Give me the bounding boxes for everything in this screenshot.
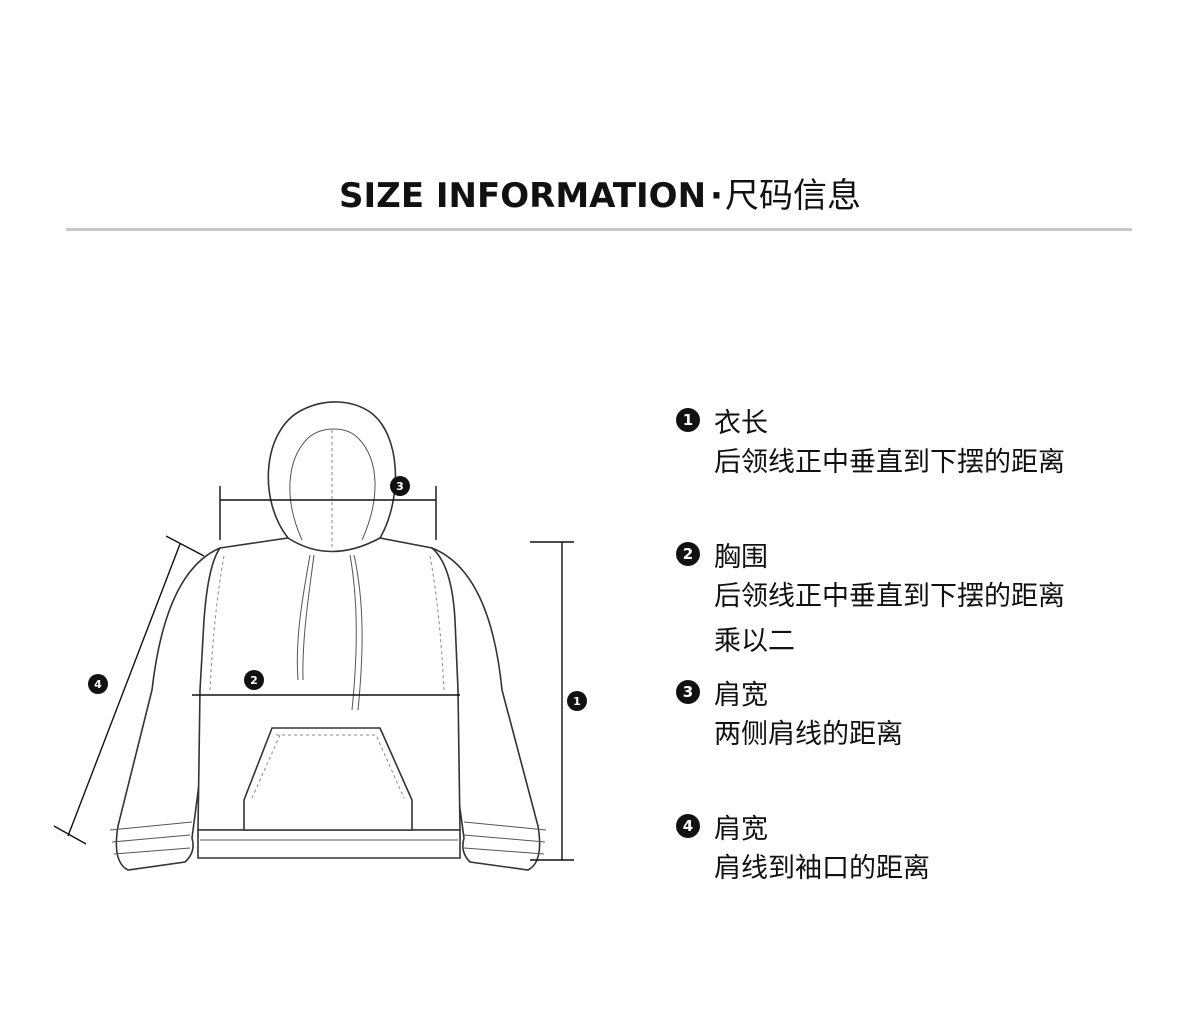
legend-description: 后领线正中垂直到下摆的距离 <box>714 447 1065 478</box>
title-english: SIZE INFORMATION <box>339 176 707 216</box>
measure-sleeve-tick-top <box>165 535 205 557</box>
left-cuff <box>109 821 193 855</box>
legend-description: 两侧肩线的距离 <box>714 719 903 750</box>
right-drawstring <box>349 554 363 711</box>
page-header: SIZE INFORMATION·尺码信息 <box>0 168 1200 217</box>
kangaroo-pocket <box>243 727 413 831</box>
legend-description: 后领线正中垂直到下摆的距离 <box>714 581 1065 612</box>
left-drawstring <box>296 554 315 681</box>
marker-label-1: 1 <box>573 695 581 708</box>
right-seam <box>429 555 445 691</box>
number-badge-icon: 2 <box>676 542 700 566</box>
number-badge-icon: 4 <box>676 814 700 838</box>
number-badge-icon: 1 <box>676 408 700 432</box>
right-cuff <box>463 821 547 855</box>
title-separator: · <box>710 176 723 216</box>
hood-opening <box>289 428 376 541</box>
legend-item-chest: 2 胸围 后领线正中垂直到下摆的距离 乘以二 <box>676 534 1065 664</box>
marker-label-4: 4 <box>94 678 102 691</box>
marker-label-3: 3 <box>396 480 404 493</box>
page-title: SIZE INFORMATION·尺码信息 <box>339 168 861 217</box>
marker-badge-1: 1 <box>567 691 587 711</box>
waistband <box>197 829 461 859</box>
hoodie-diagram: 3 2 1 4 <box>53 401 587 871</box>
legend-label: 衣长 <box>714 407 768 439</box>
legend-label: 胸围 <box>714 541 768 573</box>
measure-sleeve-tick-bottom <box>53 825 87 845</box>
legend-description: 肩线到袖口的距离 <box>714 853 930 884</box>
legend-label: 肩宽 <box>714 813 768 845</box>
header-divider <box>66 228 1132 231</box>
legend-description-line2: 乘以二 <box>714 626 795 657</box>
number-badge-icon: 3 <box>676 680 700 704</box>
marker-badge-2: 2 <box>244 670 264 690</box>
hood <box>267 401 397 553</box>
pocket-stitch <box>251 734 405 799</box>
marker-label-2: 2 <box>250 674 258 687</box>
title-chinese: 尺码信息 <box>724 176 861 216</box>
legend-label: 肩宽 <box>714 679 768 711</box>
left-seam <box>209 555 225 691</box>
legend-item-sleeve: 4 肩宽 肩线到袖口的距离 <box>676 806 930 891</box>
marker-badge-3: 3 <box>390 476 410 496</box>
legend-item-length: 1 衣长 后领线正中垂直到下摆的距离 <box>676 400 1065 485</box>
legend-item-shoulder: 3 肩宽 两侧肩线的距离 <box>676 672 903 757</box>
measure-sleeve-line <box>67 543 181 837</box>
marker-badge-4: 4 <box>88 674 108 694</box>
